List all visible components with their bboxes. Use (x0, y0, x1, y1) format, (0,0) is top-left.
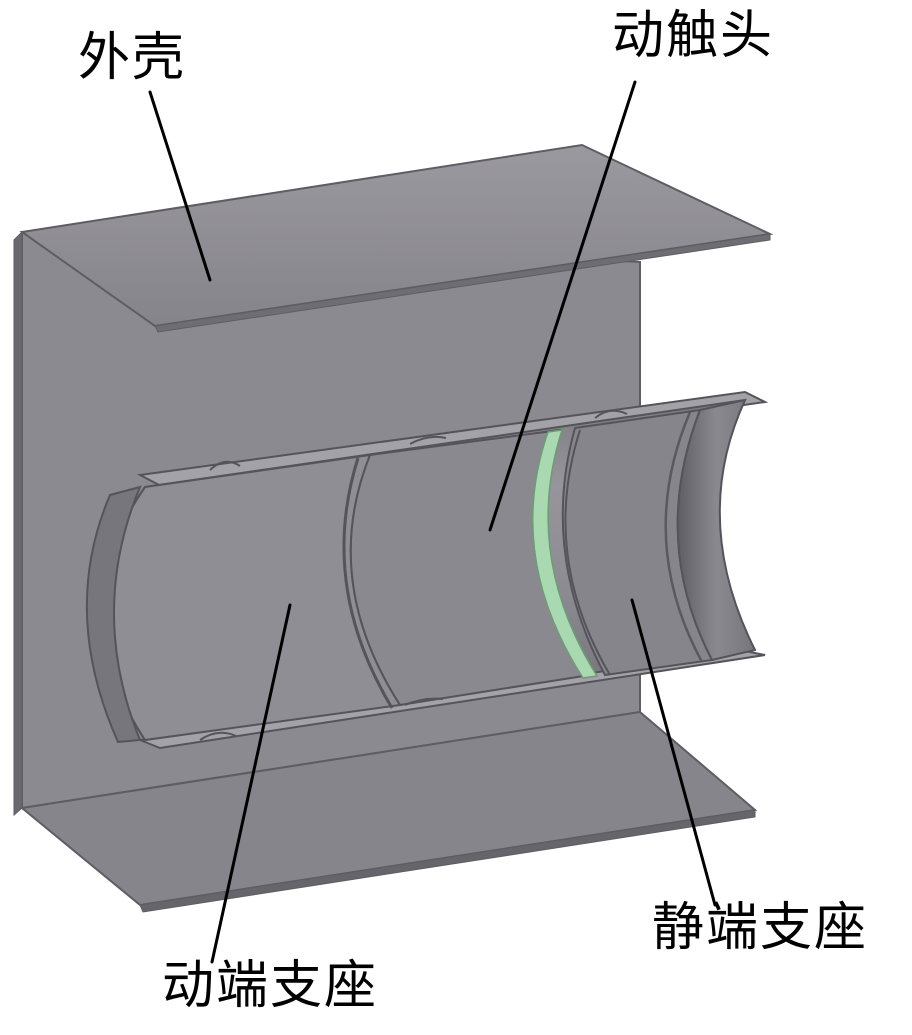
label-moving-contact: 动触头 (612, 6, 775, 66)
top-rim-notch-2 (409, 435, 447, 445)
moving-end-support-lip (85, 485, 142, 744)
leader-line-housing (148, 90, 212, 282)
conductor-assembly (85, 390, 769, 750)
leader-line-moving-contact (488, 80, 637, 532)
housing-left-edge (13, 230, 23, 817)
bottom-rim-notch-2 (404, 697, 444, 706)
top-rim-notch-3 (594, 409, 628, 419)
top-cut-rim (136, 390, 769, 490)
right-end-inner-rim (664, 411, 704, 663)
housing-bottom-flange-edge (139, 809, 756, 913)
right-open-end (676, 398, 757, 662)
label-housing: 外壳 (78, 28, 187, 88)
housing-top-flange-edge (154, 233, 771, 333)
label-moving-end-support: 动端支座 (162, 956, 379, 1016)
insulating-ring (531, 429, 599, 679)
static-end-support-seam (564, 429, 611, 676)
top-rim-notch-1 (209, 460, 241, 471)
label-static-end-support: 静端支座 (652, 898, 869, 958)
moving-contact-seam (342, 457, 394, 709)
bottom-rim-notch-1 (199, 731, 237, 741)
leader-line-static-end-support (630, 598, 717, 907)
leader-line-moving-end-support (210, 603, 292, 964)
